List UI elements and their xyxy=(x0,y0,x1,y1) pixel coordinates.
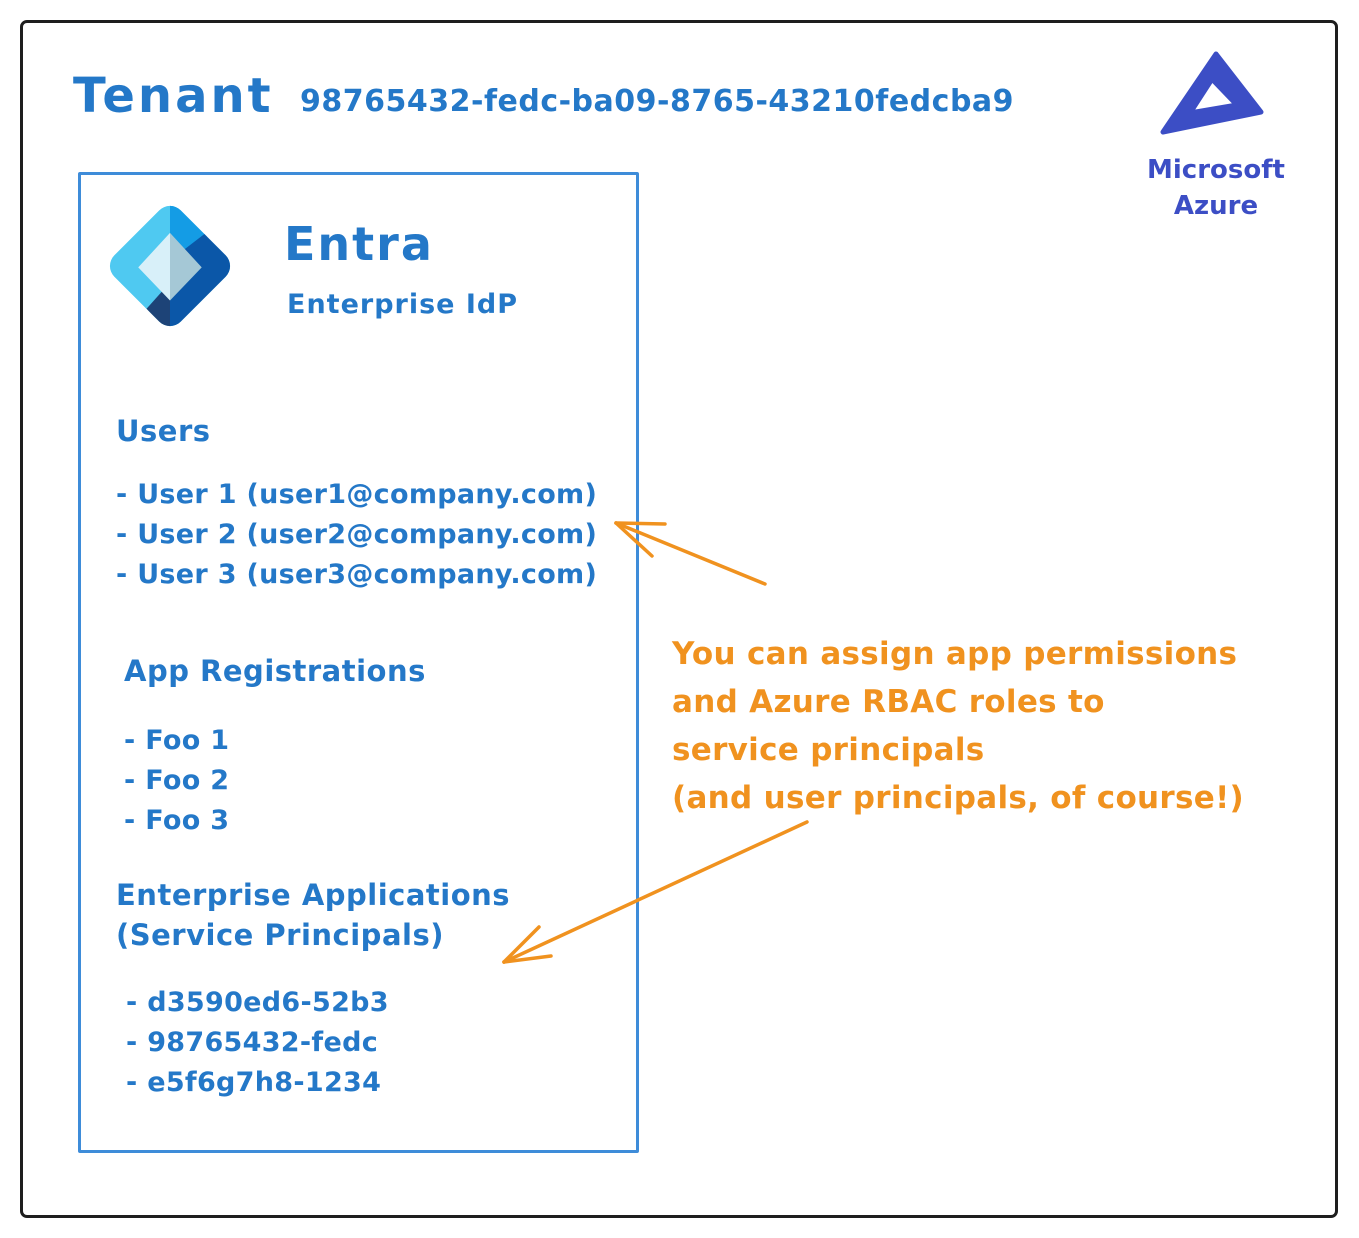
tenant-title: Tenant xyxy=(73,68,274,124)
list-item-user3: - User 3 (user3@company.com) xyxy=(116,559,598,590)
azure-logo-icon xyxy=(1160,51,1264,135)
list-item-foo1: - Foo 1 xyxy=(124,725,230,756)
users-section-heading: Users xyxy=(116,414,211,448)
annotation-line1: You can assign app permissions xyxy=(672,636,1238,672)
users-list: - User 1 (user1@company.com) - User 2 (u… xyxy=(116,475,597,595)
service-principals-list: - d3590ed6-52b3 - 98765432-fedc - e5f6g7… xyxy=(126,983,389,1103)
list-item-user1: - User 1 (user1@company.com) xyxy=(116,479,598,510)
list-item-sp1: - d3590ed6-52b3 xyxy=(126,987,389,1018)
tenant-id: 98765432-fedc-ba09-8765-43210fedcba9 xyxy=(300,84,1015,119)
azure-label: Microsoft Azure xyxy=(1128,152,1304,224)
azure-label-line2: Azure xyxy=(1173,191,1259,221)
app-registrations-list: - Foo 1 - Foo 2 - Foo 3 xyxy=(124,721,229,841)
annotation-line2: and Azure RBAC roles to xyxy=(672,684,1105,720)
list-item-sp2: - 98765432-fedc xyxy=(126,1027,378,1058)
annotation-line4: (and user principals, of course!) xyxy=(672,780,1244,816)
enterprise-applications-section-heading: Enterprise Applications (Service Princip… xyxy=(116,875,510,955)
enterprise-applications-heading-line2: (Service Principals) xyxy=(116,918,444,952)
entra-logo-icon xyxy=(103,199,237,333)
entra-title: Entra xyxy=(284,217,434,271)
azure-label-line1: Microsoft xyxy=(1147,155,1285,185)
annotation-line3: service principals xyxy=(672,732,985,768)
list-item-sp3: - e5f6g7h8-1234 xyxy=(126,1067,382,1098)
app-registrations-section-heading: App Registrations xyxy=(124,654,426,688)
outer-frame xyxy=(20,20,1338,1218)
entra-box: Entra Enterprise IdP Users - User 1 (use… xyxy=(78,172,639,1153)
list-item-foo2: - Foo 2 xyxy=(124,765,230,796)
list-item-foo3: - Foo 3 xyxy=(124,805,230,836)
entra-subtitle: Enterprise IdP xyxy=(287,289,519,320)
list-item-user2: - User 2 (user2@company.com) xyxy=(116,519,598,550)
annotation-note: You can assign app permissions and Azure… xyxy=(672,630,1244,822)
enterprise-applications-heading-line1: Enterprise Applications xyxy=(116,878,511,912)
